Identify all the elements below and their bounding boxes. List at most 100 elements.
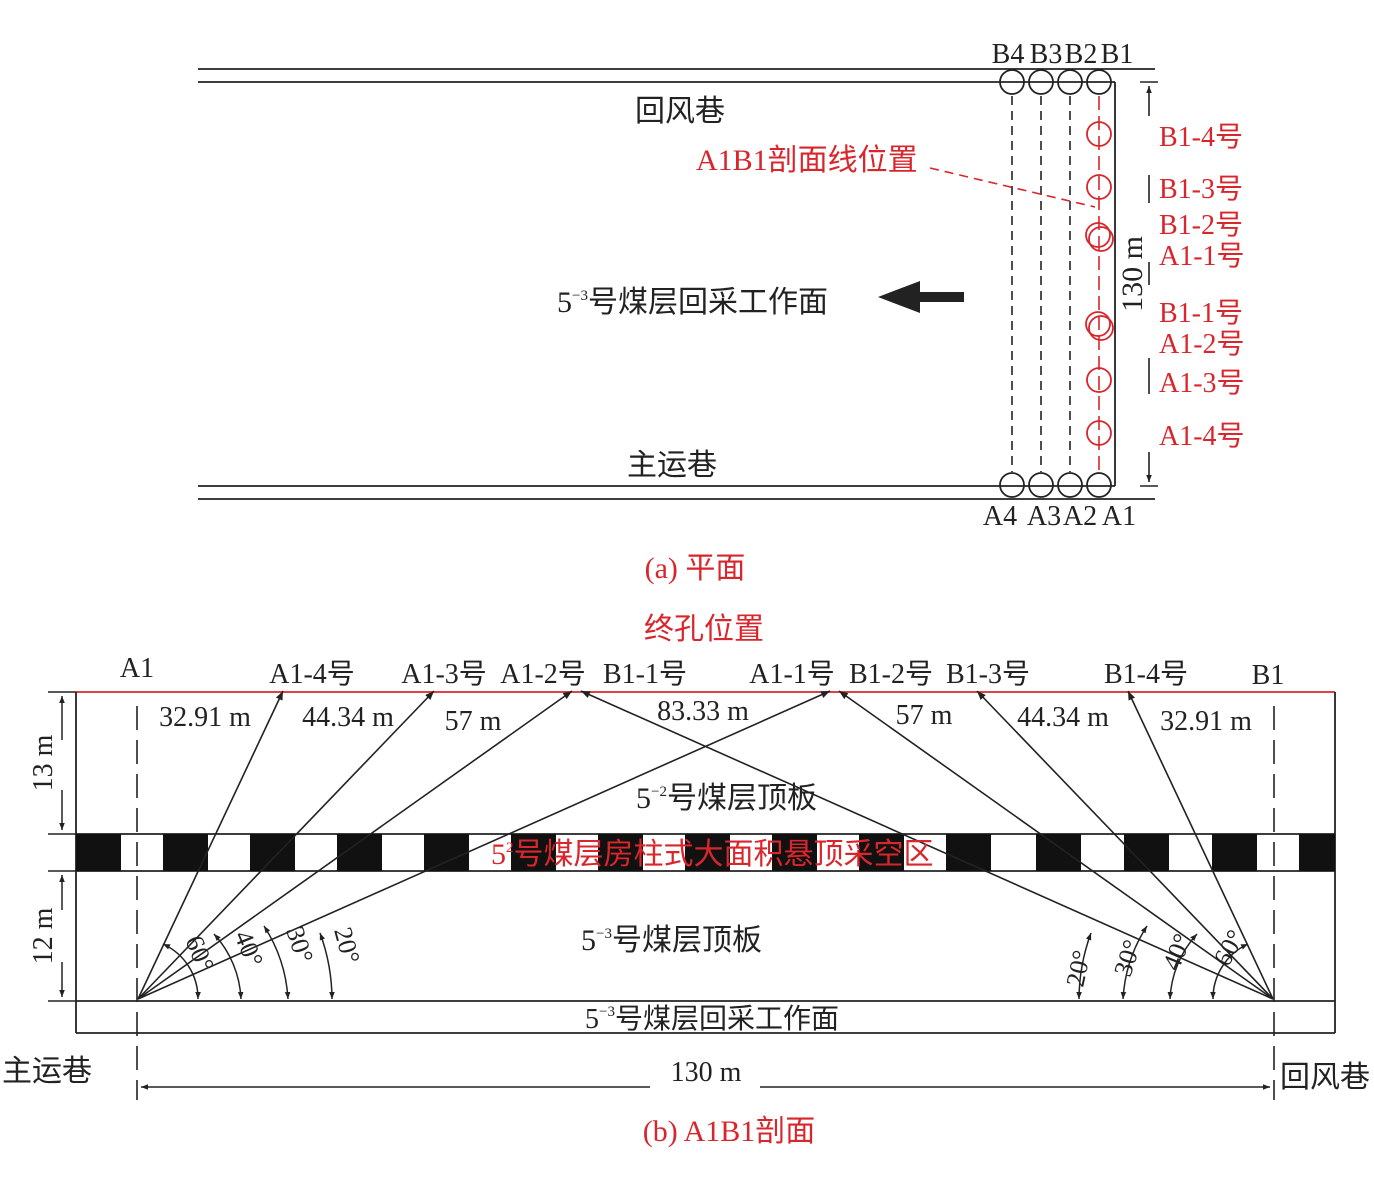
thickness-dimensions [48,691,76,1002]
angle-arcs-left [162,925,335,1000]
plan-top-hole-labels: B4 B3 B2 B1 [992,39,1134,70]
label-a3: A3 [1027,501,1061,532]
angle-arcs-right [1076,925,1249,1000]
terminal-b1-1: B1-1号 [603,659,687,690]
label-b2: B2 [1065,39,1098,70]
angle-right-30: 30° [1108,936,1147,980]
label-a1-1: A1-1号 [1159,241,1245,272]
plan-bottom-holes [999,472,1112,498]
section-return-airway-label: 回风巷 [1280,1061,1370,1094]
terminal-b1-2: B1-2号 [849,659,933,690]
plan-roadways [198,68,1155,500]
label-a1-2: A1-2号 [1159,329,1245,360]
label-a4: A4 [983,501,1017,532]
plan-view: 回风巷 主运巷 5−3号煤层回采工作面 A1B1剖面线位置 130 m B4 B… [198,39,1245,585]
thickness-lower-label: 12 m [28,907,59,964]
terminal-a1-2: A1-2号 [500,659,586,690]
section-line-leader [929,167,1096,208]
label-a1-4: A1-4号 [1159,421,1245,452]
terminal-b1-4: B1-4号 [1104,659,1188,690]
angle-left-30: 30° [280,923,319,967]
end-a1-2 [1088,315,1114,341]
plan-bottom-hole-labels: A4 A3 A2 A1 [983,501,1136,532]
plan-return-airway-label: 回风巷 [635,95,725,128]
terminal-position-title: 终孔位置 [644,613,764,646]
label-b1-1: B1-1号 [1159,298,1243,329]
angle-left-40: 40° [228,926,269,971]
borehole-a1-2 [137,690,573,1000]
label-a2: A2 [1063,501,1097,532]
hole-b1 [1086,69,1112,95]
end-a1-4 [1086,420,1112,446]
roof-53-label: 5−3号煤层顶板 [581,924,762,957]
end-b1-2 [1085,222,1111,248]
plan-borehole-labels: B1-4号 B1-3号 B1-2号 A1-1号 B1-1号 A1-2号 A1-3… [1159,122,1245,452]
end-b1-3 [1086,174,1112,200]
label-b1-4: B1-4号 [1159,122,1243,153]
terminal-a1-3: A1-3号 [401,659,487,690]
coal-pillars [76,834,1335,871]
section-view: 终孔位置 [2,613,1370,1148]
plan-face-label: 5−3号煤层回采工作面 [557,286,828,319]
section-width-label: 130 m [671,1057,742,1088]
angle-right-40: 40° [1157,930,1198,975]
angle-labels-right: 20° 30° 40° 60° [1061,925,1251,989]
label-b1-3: B1-3号 [1159,174,1243,205]
plan-top-holes [999,69,1112,95]
section-caption: (b) A1B1剖面 [643,1115,816,1148]
label-b1: B1 [1101,39,1134,70]
angle-left-20: 20° [328,924,365,967]
borehole-a1-1 [137,690,831,1000]
end-b1-4 [1086,121,1112,147]
plan-caption: (a) 平面 [645,552,746,585]
hole-a3 [1028,472,1054,498]
hole-b3 [1028,69,1054,95]
boreholes-from-b1 [580,690,1274,1000]
terminal-a1-1: A1-1号 [749,659,835,690]
label-b3: B3 [1030,39,1063,70]
section-main-haulage-label: 主运巷 [2,1055,92,1088]
length-b1-4: 32.91 m [1160,706,1252,737]
goaf-52-label: 52号煤层房柱式大面积悬顶采空区 [491,838,934,871]
borehole-b1-4 [1127,690,1274,1000]
terminal-a1-4: A1-4号 [269,659,355,690]
angle-right-60: 60° [1208,925,1251,971]
borehole-b1-1 [580,690,1274,1000]
label-b4: B4 [992,39,1025,70]
angle-left-60: 60° [179,931,220,976]
end-a1-1 [1088,226,1114,252]
plan-length-label: 130 m [1116,236,1149,312]
hole-b4 [999,69,1025,95]
borehole-b1-2 [838,690,1274,1000]
angle-right-20: 20° [1061,948,1097,990]
plan-hole-lines [1011,96,1071,472]
end-a1-3 [1086,367,1112,393]
face-53-label: 5−3号煤层回采工作面 [585,1003,839,1035]
label-b1-2: B1-2号 [1159,210,1243,241]
hole-a4 [999,472,1025,498]
length-b1-2: 57 m [896,700,953,731]
section-line-label: A1B1剖面线位置 [696,144,918,177]
terminal-labels: A1-4号 A1-3号 A1-2号 B1-1号 A1-1号 B1-2号 B1-3… [269,659,1188,690]
hole-b2 [1057,69,1083,95]
section-left-end-label: A1 [120,653,154,684]
label-a1: A1 [1102,501,1136,532]
length-a1-4: 32.91 m [159,702,251,733]
plan-length-dimension [1140,81,1158,487]
length-a1-1-b1-1: 83.33 m [657,696,749,727]
terminal-b1-3: B1-3号 [946,659,1030,690]
roof-52-label: 5−2号煤层顶板 [636,782,817,815]
boreholes-from-a1 [137,690,831,1000]
end-b1-1 [1085,311,1111,337]
length-b1-3: 44.34 m [1017,702,1109,733]
plan-main-haulage-label: 主运巷 [627,449,717,482]
section-right-end-label: B1 [1252,660,1285,691]
section-end-lines [136,706,1275,1100]
borehole-lengths: 32.91 m 44.34 m 57 m 83.33 m 57 m 44.34 … [159,696,1252,737]
hole-a2 [1057,472,1083,498]
plan-borehole-ends [1085,121,1114,446]
hole-a1 [1086,472,1112,498]
length-a1-2: 57 m [445,706,502,737]
borehole-a1-4 [137,690,284,1000]
